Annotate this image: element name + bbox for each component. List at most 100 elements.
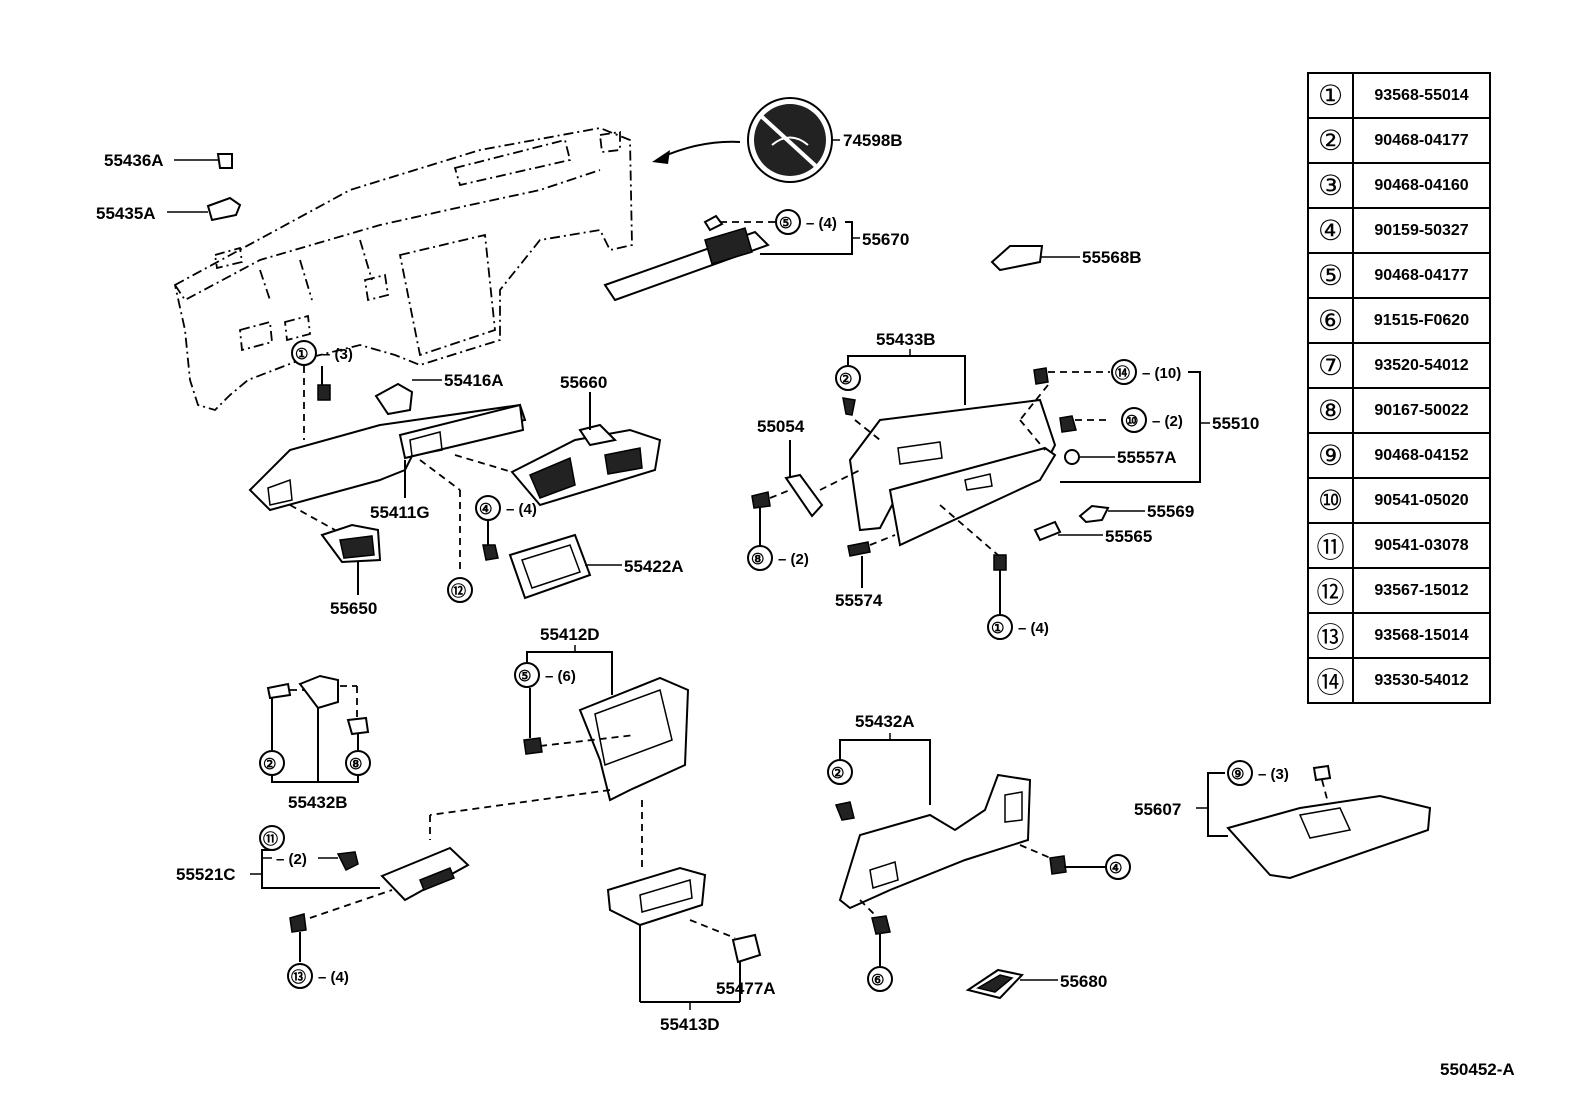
svg-text:– (4): – (4)	[506, 501, 537, 518]
screw-4a	[482, 544, 499, 561]
part-label-55054: 55054	[757, 417, 805, 436]
callout-13: ⑬ – (4)	[287, 963, 349, 989]
svg-text:②: ②	[263, 756, 276, 773]
part-label-55510: 55510	[1212, 414, 1259, 433]
screw-8a	[751, 491, 771, 509]
svg-text:– (2): – (2)	[1152, 413, 1183, 430]
screw-2c	[834, 801, 855, 821]
svg-text:⑭: ⑭	[1115, 364, 1130, 382]
striker-55565	[1033, 520, 1062, 542]
legend-part-number: 90167-50022	[1352, 387, 1491, 434]
svg-text:②: ②	[839, 371, 852, 388]
legend-key: ⑭	[1307, 657, 1354, 704]
legend-key: ④	[1307, 207, 1354, 254]
screw-6	[871, 915, 891, 935]
screw-14	[1033, 367, 1049, 385]
cushion-55557A	[1064, 449, 1080, 465]
vent-55680	[965, 968, 1024, 1000]
svg-text:⑥: ⑥	[871, 972, 884, 989]
part-label-55413D: 55413D	[660, 1015, 720, 1034]
tray-55607	[1226, 794, 1432, 880]
screw-5b	[523, 737, 543, 755]
part-label-55422A: 55422A	[624, 557, 684, 576]
callout-1-dash: ① – (3)	[291, 340, 353, 366]
clip-55436A	[216, 153, 233, 169]
svg-text:– (3): – (3)	[322, 346, 353, 363]
part-label-55412D: 55412D	[540, 625, 600, 644]
svg-text:⑨: ⑨	[1231, 766, 1244, 783]
svg-text:– (4): – (4)	[318, 969, 349, 986]
svg-text:– (4): – (4)	[1018, 620, 1049, 637]
clip-55432B-a	[266, 682, 292, 700]
part-label-55569: 55569	[1147, 502, 1194, 521]
svg-text:⑤: ⑤	[779, 215, 792, 232]
diagram-code: 550452-A	[1440, 1060, 1515, 1079]
center-panel-55412D	[578, 676, 690, 802]
callout-5-55670: ⑤ – (4)	[775, 209, 837, 235]
legend-part-number: 90541-05020	[1352, 477, 1491, 524]
callout-8-55432B: ⑧	[345, 750, 371, 776]
part-label-55568B: 55568B	[1082, 248, 1142, 267]
legend-key: ⑧	[1307, 387, 1354, 434]
callout-10: ⑩ – (2)	[1121, 407, 1183, 433]
svg-text:⑧: ⑧	[751, 551, 764, 568]
part-label-55607: 55607	[1134, 800, 1181, 819]
svg-text:①: ①	[991, 620, 1004, 637]
screw-4b	[1049, 855, 1067, 875]
svg-text:⑩: ⑩	[1125, 413, 1138, 430]
latch-55569	[1078, 504, 1110, 524]
svg-text:– (2): – (2)	[778, 551, 809, 568]
svg-text:⑤: ⑤	[518, 668, 531, 685]
pin-55574	[847, 541, 871, 557]
legend-key: ⑤	[1307, 252, 1354, 299]
legend-part-number: 90468-04160	[1352, 162, 1491, 209]
arrow-74598B	[659, 140, 741, 159]
under-cover-55432A	[838, 773, 1032, 910]
side-vent-55670	[603, 214, 770, 302]
airbag-label-part	[747, 97, 833, 183]
bezel-55422A	[508, 533, 592, 600]
legend-key: ⑫	[1307, 567, 1354, 614]
svg-text:④: ④	[479, 501, 492, 518]
callout-9: ⑨ – (3)	[1227, 760, 1289, 786]
screw-2a	[842, 397, 856, 416]
callout-11: ⑪	[259, 825, 285, 851]
callout-8-damper: ⑧ – (2)	[747, 545, 809, 571]
legend-key: ③	[1307, 162, 1354, 209]
legend-part-number: 90468-04177	[1352, 252, 1491, 299]
legend-key: ②	[1307, 117, 1354, 164]
cluster-finish-panel-55411G	[248, 403, 527, 512]
callout-4-bezel: ④ – (4)	[475, 495, 537, 521]
clip-55435A	[206, 196, 242, 222]
part-label-55680: 55680	[1060, 972, 1107, 991]
knob-55432B	[298, 674, 339, 710]
svg-text:②: ②	[831, 765, 844, 782]
legend-key: ①	[1307, 72, 1354, 119]
center-vents-55660	[510, 423, 662, 507]
callout-2-55432A: ②	[827, 759, 853, 785]
callout-1-glovebox: ① – (4)	[987, 614, 1049, 640]
part-label-55521C: 55521C	[176, 865, 236, 884]
legend-part-number: 93568-55014	[1352, 72, 1491, 119]
legend-part-number: 91515-F0620	[1352, 297, 1491, 344]
part-label-55670: 55670	[862, 230, 909, 249]
box-55413D	[606, 866, 707, 927]
clock-55477A	[731, 933, 762, 964]
part-label-55477A: 55477A	[716, 979, 776, 998]
callout-12: ⑫	[447, 577, 473, 603]
legend-key: ⑬	[1307, 612, 1354, 659]
callout-2-55432B: ②	[259, 750, 285, 776]
legend-key: ⑪	[1307, 522, 1354, 569]
screw-10	[1059, 415, 1077, 433]
svg-text:④: ④	[1109, 860, 1122, 877]
